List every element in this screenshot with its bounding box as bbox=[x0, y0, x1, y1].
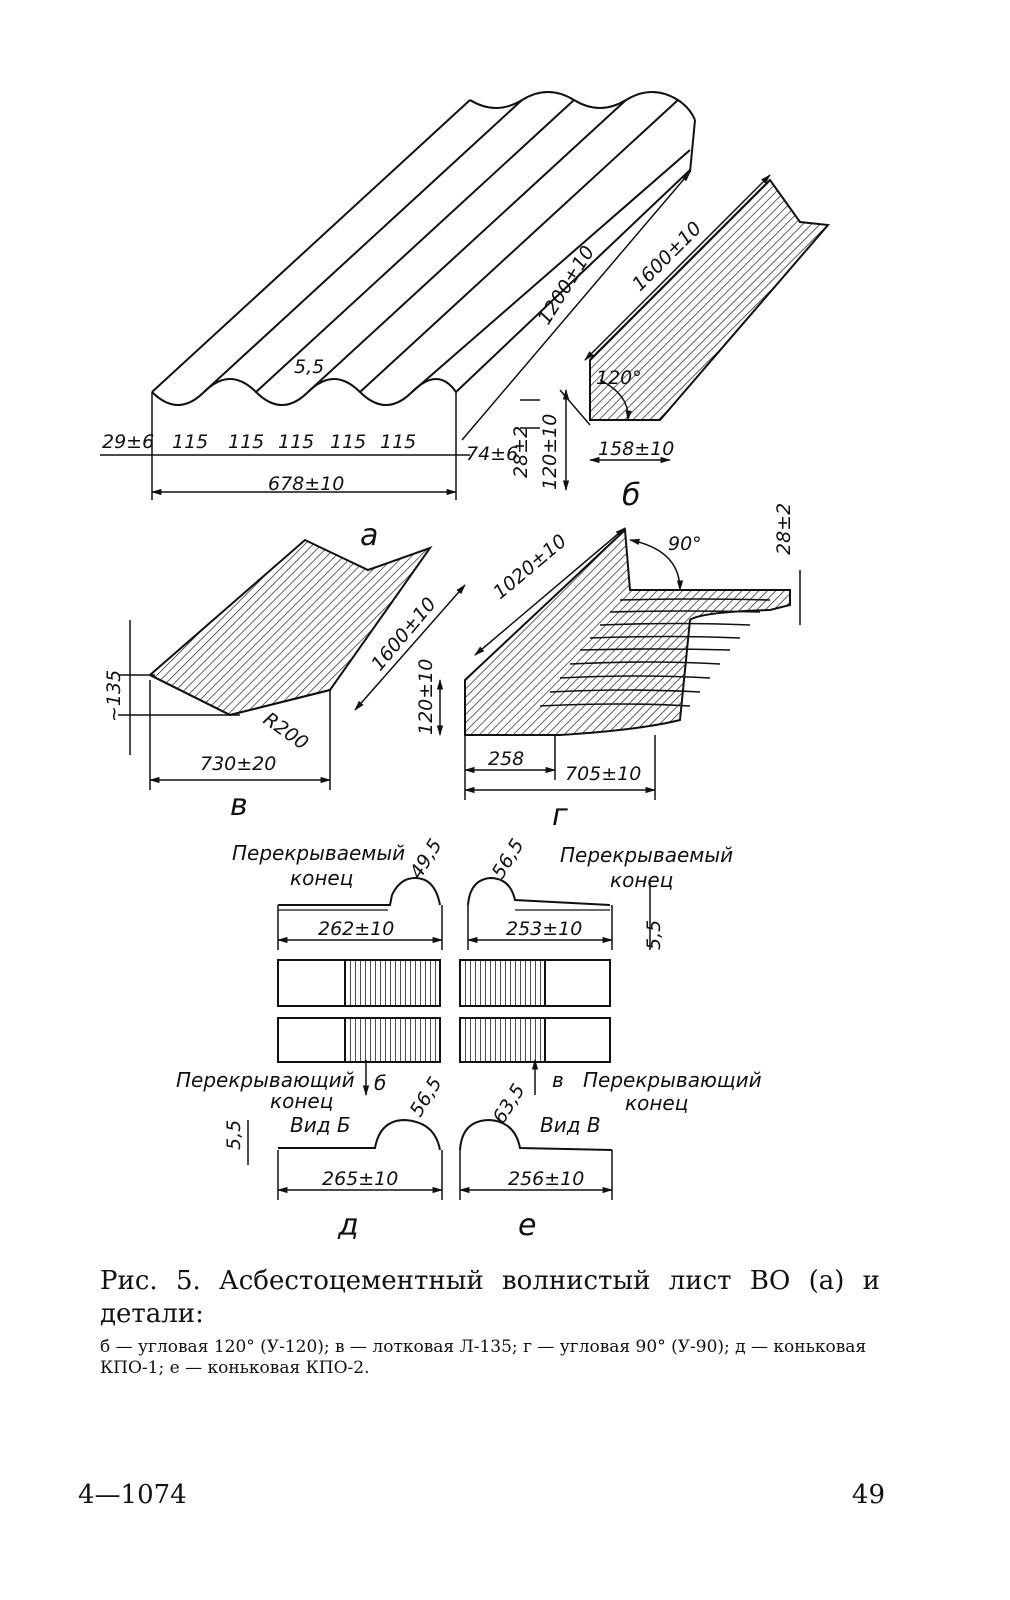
kpo1-view-arrow: б bbox=[374, 1071, 386, 1095]
trough-width-dim: 730±20 bbox=[200, 753, 276, 775]
kpo1-top-note: Перекрываемый bbox=[232, 841, 405, 865]
kpo1-thickness: 5,5 bbox=[223, 1120, 245, 1150]
part-v-label: в bbox=[230, 788, 248, 823]
kpo1-top-width: 262±10 bbox=[318, 918, 394, 940]
kpo2-thickness: 5,5 bbox=[643, 920, 665, 950]
sheet-a-left-edge-dim: 29±6 bbox=[102, 431, 154, 453]
ridge-kpo1-drawing bbox=[247, 876, 444, 1200]
corner-90-angle-dim: 90° bbox=[668, 533, 702, 555]
kpo2-view-arrow: в bbox=[552, 1068, 564, 1092]
kpo2-top-radius: 56,5 bbox=[488, 835, 529, 883]
caption-title: Рис. 5. Асбестоцементный волнистый лист … bbox=[100, 1266, 880, 1329]
kpo1-bottom-width: 265±10 bbox=[322, 1168, 398, 1190]
sheet-a-pitch-dim: 115 bbox=[278, 431, 314, 453]
part-e-label: е bbox=[518, 1208, 536, 1243]
kpo1-view-label: Вид Б bbox=[290, 1113, 351, 1137]
kpo1-top-radius: 49,5 bbox=[406, 835, 447, 883]
part-b-label: б bbox=[622, 478, 641, 513]
corner-120-flange-dim: 158±10 bbox=[598, 438, 674, 460]
printer-signature: 4—1074 bbox=[78, 1480, 187, 1510]
kpo1-top-note-2: конец bbox=[290, 866, 353, 890]
figure-caption: Рис. 5. Асбестоцементный волнистый лист … bbox=[100, 1265, 880, 1379]
caption-details: б — угловая 120° (У-120); в — лотковая Л… bbox=[100, 1337, 867, 1378]
sheet-a-right-edge-dim: 74±6 bbox=[466, 443, 518, 465]
kpo1-bottom-note: Перекрывающий bbox=[176, 1068, 355, 1092]
kpo1-bottom-radius: 56,5 bbox=[406, 1073, 447, 1121]
part-d-label: д bbox=[337, 1208, 359, 1243]
trough-radius-dim: R200 bbox=[259, 708, 312, 754]
kpo2-view-label: Вид В bbox=[540, 1113, 601, 1137]
corner-120-drawing bbox=[559, 174, 831, 492]
sheet-a-pitch-dim: 115 bbox=[228, 431, 264, 453]
sheet-a-pitch-dim: 115 bbox=[172, 431, 208, 453]
sheet-a-pitch-dim: 115 bbox=[330, 431, 366, 453]
sheet-a-pitch-dim: 115 bbox=[380, 431, 416, 453]
kpo2-top-note: Перекрываемый bbox=[560, 843, 733, 867]
sheet-a-width-dim: 678±10 bbox=[268, 473, 344, 495]
kpo2-bottom-note-2: конец bbox=[625, 1091, 688, 1115]
kpo2-bottom-radius: 63,5 bbox=[489, 1080, 530, 1128]
corner-90-height-dim: 120±10 bbox=[415, 659, 437, 735]
corner-120-height-dim: 120±10 bbox=[539, 414, 561, 490]
kpo2-top-note-2: конец bbox=[610, 868, 673, 892]
sheet-a-drawing bbox=[100, 91, 696, 500]
kpo2-top-width: 253±10 bbox=[506, 918, 582, 940]
kpo1-bottom-note-2: конец bbox=[270, 1089, 333, 1113]
kpo2-bottom-width: 256±10 bbox=[508, 1168, 584, 1190]
kpo2-bottom-note: Перекрывающий bbox=[583, 1068, 762, 1092]
page-number: 49 bbox=[851, 1480, 885, 1510]
corner-90-flange-dim: 258 bbox=[488, 748, 524, 770]
corner-120-angle-dim: 120° bbox=[596, 367, 642, 389]
sheet-a-wave-height-dim: 28±2 bbox=[510, 426, 532, 478]
part-a-label: а bbox=[360, 518, 378, 553]
corner-90-wave-height-dim: 28±2 bbox=[773, 503, 795, 555]
part-g-label: г bbox=[552, 798, 568, 833]
trough-drawing bbox=[118, 538, 466, 790]
trough-depth-dim: ~135 bbox=[103, 670, 125, 722]
corner-90-drawing bbox=[436, 527, 801, 800]
technical-drawing: 1200±10 5,5 29±6 115 115 115 115 115 74±… bbox=[100, 91, 831, 1243]
sheet-a-length-dim: 1200±10 bbox=[534, 242, 600, 329]
sheet-a-thickness-dim: 5,5 bbox=[294, 356, 324, 378]
ridge-kpo2-drawing bbox=[458, 876, 651, 1200]
corner-90-width-dim: 705±10 bbox=[565, 763, 641, 785]
